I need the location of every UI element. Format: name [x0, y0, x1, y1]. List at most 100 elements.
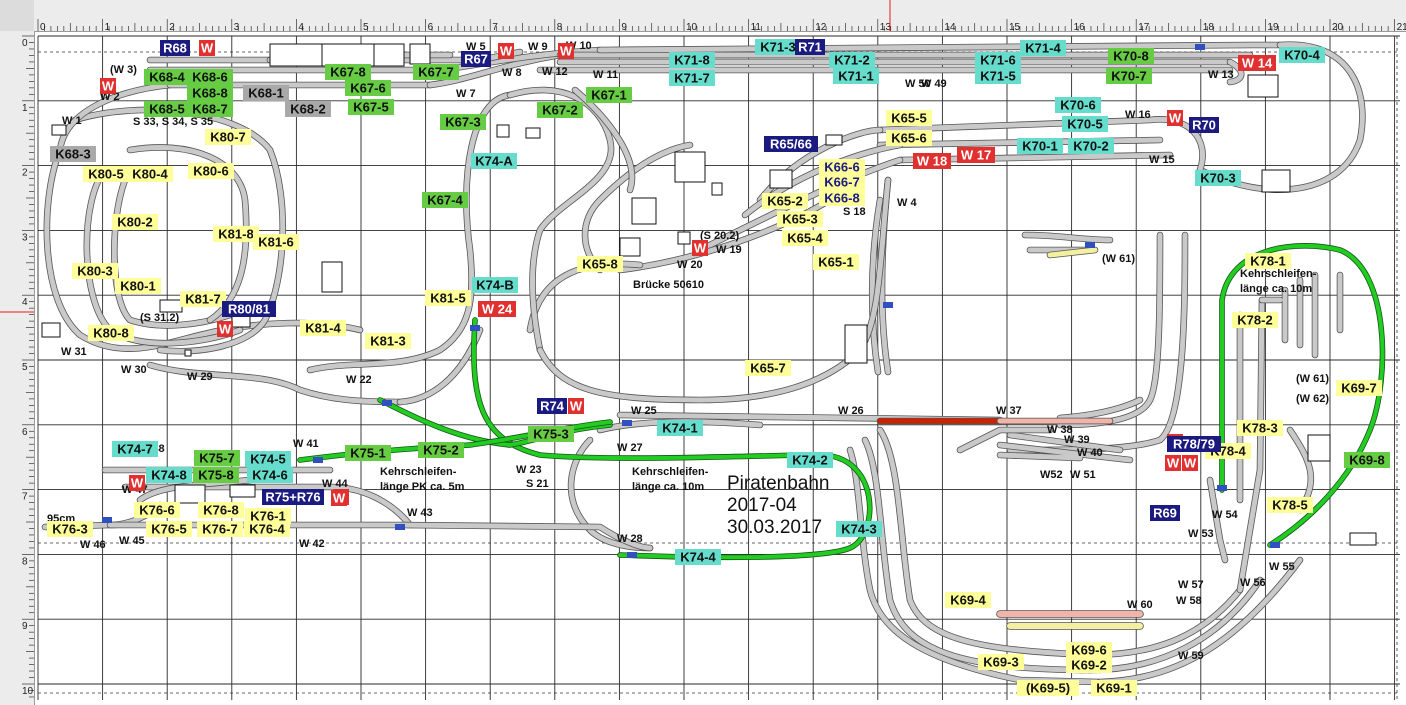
block-text: K75-7 [199, 451, 234, 466]
block-text: K68-3 [55, 147, 90, 162]
building-outline [229, 484, 256, 498]
ruler-y-label: 9 [22, 621, 28, 632]
block-text: R80/81 [228, 302, 270, 317]
track-annotation: W 55 [1269, 561, 1295, 573]
block-background [1344, 452, 1390, 468]
block-text: (K69-5) [1026, 681, 1070, 696]
block-label: R74 [537, 398, 567, 414]
block-background [199, 40, 215, 56]
reversing-loop-note: Kehrschleifen- [1240, 268, 1317, 280]
block-text: R68 [163, 41, 187, 56]
block-background [187, 101, 233, 117]
block-label: K81-6 [253, 234, 299, 250]
block-text: K74-8 [151, 468, 186, 483]
track-annotation: W 15 [1149, 154, 1175, 166]
track-annotation: W 60 [1127, 599, 1153, 611]
block-label: K65-8 [577, 256, 623, 272]
building-outline [321, 43, 375, 67]
building-outline [1261, 169, 1291, 193]
block-text: K68-7 [192, 102, 227, 117]
block-background [50, 146, 96, 162]
track-annotation: W 41 [293, 438, 319, 450]
block-label: K67-4 [422, 192, 468, 208]
block-background [669, 52, 715, 68]
building-outline [184, 349, 192, 357]
block-background [472, 277, 518, 293]
block-background [819, 159, 865, 175]
block-background [1017, 680, 1079, 696]
block-text: K69-7 [1341, 381, 1376, 396]
block-background [1017, 138, 1063, 154]
block-background [222, 301, 276, 317]
track-annotation: W 19 [716, 244, 742, 256]
block-label: K65-2 [762, 193, 808, 209]
block-label: K74-4 [675, 549, 721, 565]
block-text: K71-4 [1025, 41, 1061, 56]
block-text: K71-8 [674, 53, 709, 68]
ruler-x-label: 20 [1332, 22, 1344, 33]
block-label: K80-7 [205, 129, 251, 145]
block-background [1238, 55, 1276, 71]
block-background [1237, 420, 1283, 436]
track-segment [957, 427, 1053, 453]
block-label: K75-7 [194, 450, 240, 466]
building-outline [1307, 434, 1331, 462]
block-text: K71-3 [760, 40, 795, 55]
ruler-y-label: 5 [22, 362, 28, 373]
building-outline [1247, 74, 1279, 98]
block-label: K68-3 [50, 146, 96, 162]
block-background [669, 70, 715, 86]
track-annotation: W 23 [516, 464, 542, 476]
block-label: K67-1 [586, 87, 632, 103]
track-annotation: W 11 [593, 69, 618, 81]
block-background [1062, 116, 1108, 132]
reversing-loop-note: länge ca. 10m [1240, 283, 1312, 295]
block-background [422, 192, 468, 208]
block-background [975, 52, 1021, 68]
track-annotation: W 1 [62, 115, 82, 127]
block-text: K71-1 [838, 69, 873, 84]
track-annotation: W 16 [1125, 109, 1151, 121]
block-text: K69-1 [1096, 681, 1131, 696]
ruler-x-label: 14 [944, 22, 956, 33]
block-background [957, 147, 995, 163]
block-label: R69 [1150, 505, 1180, 521]
block-text: K69-3 [983, 655, 1018, 670]
building-outline [174, 484, 206, 504]
track-segment [1237, 297, 1265, 593]
block-background [348, 99, 394, 115]
block-background [146, 467, 192, 483]
block-text: K68-2 [290, 102, 325, 117]
block-label: K70-6 [1055, 97, 1101, 113]
block-background [300, 320, 346, 336]
track-segment [1022, 232, 1113, 243]
block-background [1232, 312, 1278, 328]
ruler-x-label: 5 [363, 22, 369, 33]
block-background [1066, 642, 1112, 658]
block-label: K74-5 [245, 451, 291, 467]
track-annotation: W 37 [996, 405, 1022, 417]
block-text: K69-2 [1071, 658, 1106, 673]
track-annotation: W 44 [322, 478, 349, 490]
ruler-x-label: 9 [621, 22, 627, 33]
block-text: K69-8 [1349, 453, 1384, 468]
block-text: K80-1 [120, 279, 155, 294]
block-background [755, 39, 801, 55]
ruler-x-label: 15 [1009, 22, 1021, 33]
block-background [1106, 68, 1152, 84]
block-background [478, 301, 516, 317]
block-background [1336, 380, 1382, 396]
block-label: K78-5 [1267, 497, 1313, 513]
isolation-marker [883, 302, 893, 308]
block-text: R67 [464, 52, 488, 67]
block-label: K71-4 [1020, 40, 1066, 56]
block-label: W 14 [1238, 55, 1276, 71]
block-label: K69-2 [1066, 657, 1112, 673]
block-label: W [199, 40, 215, 56]
block-background [144, 69, 190, 85]
block-label: K68-1 [243, 85, 289, 101]
block-label: R75+R76 [262, 489, 324, 505]
isolation-marker [1085, 242, 1095, 248]
block-label: K74-1 [657, 420, 703, 436]
